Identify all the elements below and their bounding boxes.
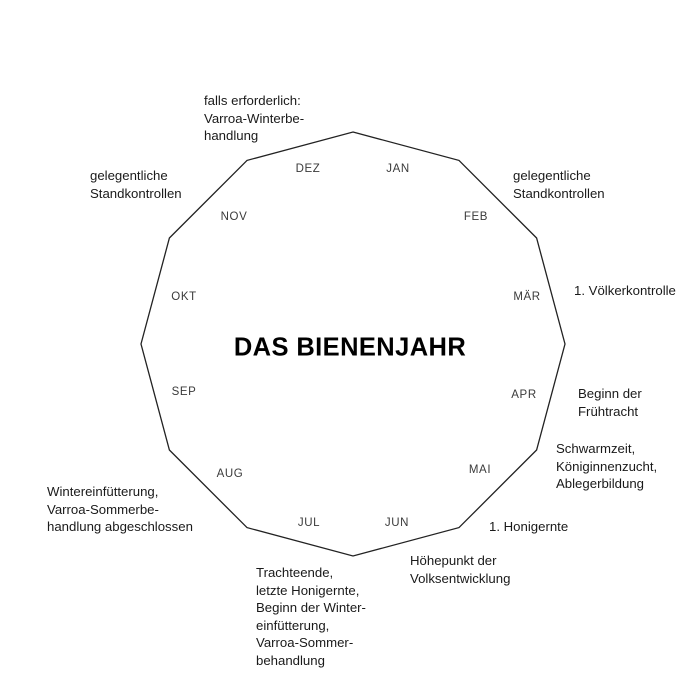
month-label-jun: JUN (384, 517, 410, 529)
month-label-apr: APR (511, 389, 537, 401)
month-label-aug: AUG (216, 468, 244, 480)
annotation-voelkerkontrolle: 1. Völkerkontrolle (574, 283, 676, 298)
annotation-varroa-winterbehandlung: falls erforderlich: Varroa-Winterbe- han… (204, 93, 305, 144)
annotation-fruehtracht: Beginn der Frühtracht (578, 386, 642, 419)
annotation-hoehepunkt-volksentwicklung: Höhepunkt der Volksentwicklung (410, 553, 511, 586)
annotation-schwarmzeit: Schwarmzeit, Königinnenzucht, Ablegerbil… (556, 441, 658, 492)
annotation-trachtende: Trachteende, letzte Honigernte, Beginn d… (256, 565, 366, 668)
month-label-sep: SEP (171, 386, 197, 398)
dodecagon-outline (140, 131, 566, 557)
page-title: DAS BIENENJAHR (233, 333, 467, 362)
annotation-erste-honigernte: 1. Honigernte (489, 519, 569, 534)
annotation-standkontrollen-links: gelegentliche Standkontrollen (90, 168, 182, 201)
month-label-nov: NOV (220, 211, 248, 223)
month-label-okt: OKT (171, 291, 197, 303)
month-label-mai: MAI (468, 464, 492, 476)
month-label-jul: JUL (297, 517, 321, 529)
annotation-wintereinfuetterung: Wintereinfütterung, Varroa-Sommerbe- han… (47, 484, 193, 535)
month-label-feb: FEB (463, 211, 489, 223)
month-label-mar: MÄR (513, 291, 541, 303)
annotation-standkontrollen-rechts: gelegentliche Standkontrollen (513, 168, 605, 201)
month-label-dez: DEZ (295, 163, 321, 175)
month-label-jan: JAN (386, 163, 410, 175)
